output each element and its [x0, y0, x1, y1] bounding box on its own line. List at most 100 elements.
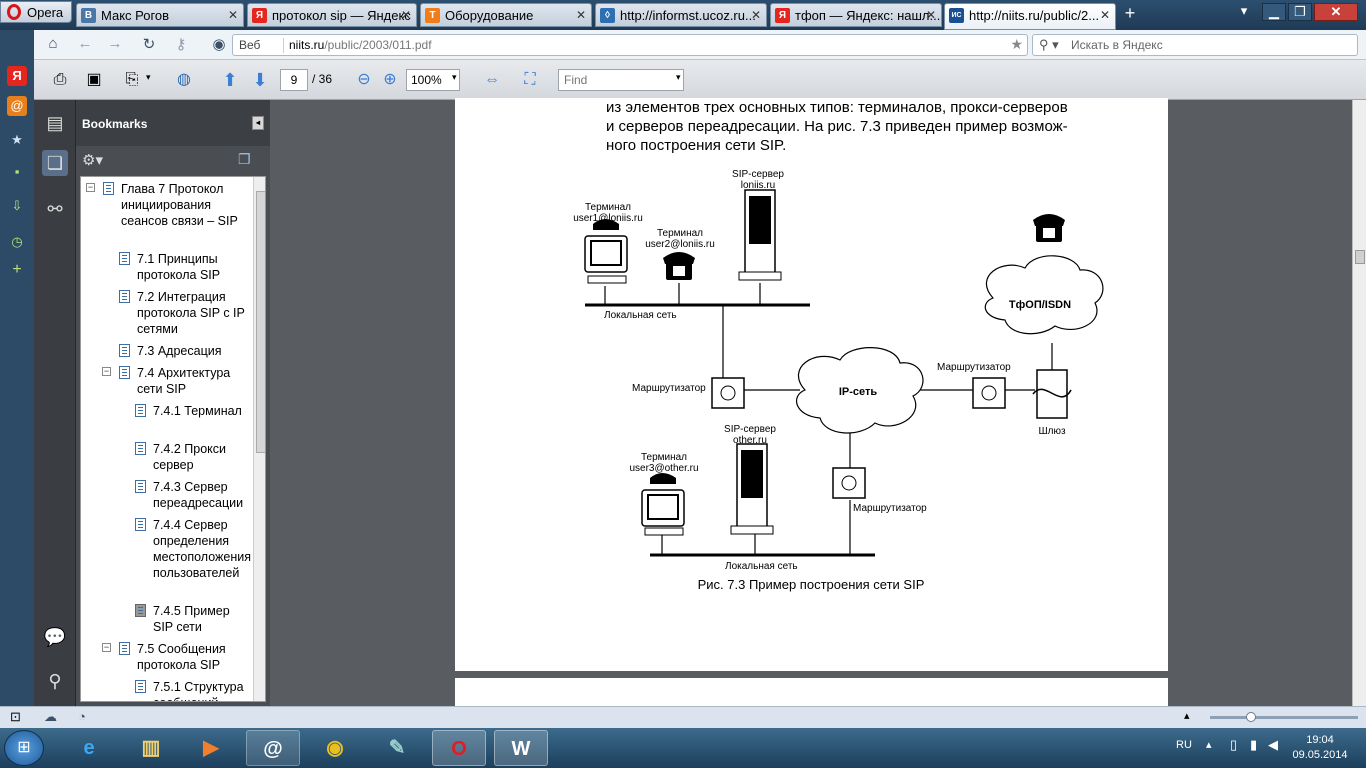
- notes-panel-icon[interactable]: ▪: [14, 164, 20, 179]
- bookmark-item[interactable]: −Глава 7 Протокол инициирования сеансов …: [86, 181, 247, 229]
- bookmark-star-icon[interactable]: ★: [1010, 36, 1023, 52]
- next-page-icon[interactable]: ⬇: [252, 70, 268, 90]
- battery-icon[interactable]: ▯: [1230, 737, 1238, 752]
- key-icon[interactable]: ⚷: [175, 36, 187, 53]
- chrome-taskbar-icon[interactable]: ◉: [326, 737, 344, 759]
- back-icon[interactable]: ←: [77, 35, 93, 52]
- fit-width-icon[interactable]: ⇔: [484, 71, 500, 88]
- close-window-button[interactable]: ✕: [1314, 3, 1358, 21]
- close-tab-icon[interactable]: ✕: [1099, 8, 1110, 22]
- history-panel-icon[interactable]: ◷: [11, 234, 23, 249]
- address-bar[interactable]: Веб niits.ru/public/2003/011.pdf ★: [232, 34, 1028, 56]
- site-info-icon[interactable]: ◉: [212, 36, 226, 53]
- new-bookmark-icon[interactable]: ❐: [238, 151, 251, 167]
- comments-icon[interactable]: 💬: [43, 627, 67, 647]
- bookmark-item[interactable]: 7.3 Адресация: [119, 343, 247, 359]
- opera-taskbar-icon[interactable]: O: [432, 730, 486, 766]
- add-panel-icon[interactable]: +: [12, 261, 22, 278]
- url-text[interactable]: niits.ru/public/2003/011.pdf: [289, 38, 432, 52]
- ie-taskbar-icon[interactable]: e: [83, 737, 95, 759]
- collaborate-icon[interactable]: ◍: [177, 71, 191, 88]
- document-scroll-thumb[interactable]: [1355, 250, 1365, 264]
- media-player-taskbar-icon[interactable]: ▶: [203, 737, 219, 759]
- bookmarks-panel-icon[interactable]: ★: [11, 132, 23, 147]
- bookmarks-scrollbar[interactable]: [253, 177, 265, 701]
- app-taskbar-icon[interactable]: ✎: [388, 737, 406, 759]
- zoom-dropdown-icon[interactable]: ▾: [452, 72, 457, 82]
- share-dropdown-icon[interactable]: ▾: [146, 72, 151, 82]
- find-input[interactable]: Find: [558, 69, 684, 91]
- panel-toggle-icon[interactable]: ⊡: [10, 709, 21, 724]
- opera-menu-button[interactable]: Opera: [0, 1, 72, 23]
- close-tab-icon[interactable]: ✕: [750, 8, 761, 22]
- minimize-button[interactable]: ▁: [1262, 3, 1286, 21]
- bookmark-item[interactable]: 7.2 Интеграция протокола SIP с IP сетями: [119, 289, 247, 337]
- previous-page-icon[interactable]: ⬆: [222, 70, 238, 90]
- collapse-toggle-icon[interactable]: −: [86, 182, 95, 192]
- mail-agent-taskbar-icon[interactable]: @: [246, 730, 300, 766]
- zoom-input[interactable]: 100%: [406, 69, 460, 91]
- options-gear-icon[interactable]: ⚙▾: [82, 152, 103, 169]
- view-dropdown-icon[interactable]: ▴: [1184, 710, 1190, 722]
- new-tab-button[interactable]: +: [1124, 3, 1136, 23]
- close-tab-icon[interactable]: ✕: [227, 8, 238, 22]
- find-dropdown-icon[interactable]: ▾: [676, 72, 681, 82]
- zoom-slider[interactable]: [1210, 712, 1358, 722]
- close-tab-icon[interactable]: ✕: [400, 8, 411, 22]
- fit-page-icon[interactable]: ⛶: [524, 71, 536, 88]
- tab-list-icon[interactable]: ▾: [1240, 3, 1248, 18]
- bookmark-item[interactable]: −7.5 Сообщения протокола SIP: [102, 641, 247, 673]
- word-taskbar-icon[interactable]: W: [494, 730, 548, 766]
- clock[interactable]: 19:04 09.05.2014: [1276, 733, 1364, 763]
- collapse-toggle-icon[interactable]: −: [102, 642, 111, 652]
- print-icon[interactable]: ⎙: [53, 71, 67, 88]
- close-tab-icon[interactable]: ✕: [925, 8, 936, 22]
- bookmark-item[interactable]: −7.4 Архитектура сети SIP: [102, 365, 247, 397]
- language-indicator[interactable]: RU: [1176, 739, 1192, 751]
- collapse-panel-button[interactable]: ◂: [252, 116, 264, 130]
- bookmarks-scroll-thumb[interactable]: [256, 191, 265, 453]
- bookmark-item[interactable]: 7.4.3 Сервер переадресации: [135, 479, 247, 511]
- collapse-toggle-icon[interactable]: −: [102, 366, 111, 376]
- bookmark-item[interactable]: 7.4.5 Пример SIP сети: [135, 603, 247, 635]
- yandex-panel-icon[interactable]: Я: [7, 66, 27, 86]
- bookmarks-icon[interactable]: ❏: [42, 150, 68, 176]
- zoom-slider-handle[interactable]: [1246, 712, 1256, 722]
- attachments-icon[interactable]: ⚲: [48, 671, 62, 691]
- page-number-input[interactable]: 9: [280, 69, 308, 91]
- page-thumbnails-icon[interactable]: ▤: [46, 113, 64, 133]
- binoculars-icon[interactable]: ⚯: [47, 199, 63, 219]
- speed-dial-icon[interactable]: ◔: [78, 709, 86, 724]
- mail-panel-icon[interactable]: @: [7, 96, 27, 116]
- downloads-panel-icon[interactable]: ⇩: [11, 198, 23, 213]
- turbo-icon[interactable]: ☁: [44, 709, 57, 724]
- bookmark-item[interactable]: 7.4.1 Терминал: [135, 403, 247, 419]
- volume-icon[interactable]: ◀: [1268, 737, 1278, 752]
- tab-informst[interactable]: ◊http://informst.ucoz.ru...✕: [595, 3, 767, 27]
- bookmark-item[interactable]: 7.1 Принципы протокола SIP: [119, 251, 247, 283]
- bookmark-item[interactable]: 7.4.4 Сервер определения местоположения …: [135, 517, 251, 581]
- bookmark-item[interactable]: 7.5.1 Структура сообщений: [135, 679, 247, 701]
- restore-button[interactable]: ❐: [1288, 3, 1312, 21]
- bookmark-item[interactable]: 7.4.2 Прокси сервер: [135, 441, 247, 473]
- search-input[interactable]: ⚲ ▾ Искать в Яндекс: [1032, 34, 1358, 56]
- document-scrollbar[interactable]: [1352, 100, 1366, 706]
- start-button[interactable]: ⊞: [4, 730, 44, 766]
- network-icon[interactable]: ▮: [1250, 737, 1258, 752]
- home-icon[interactable]: ⌂: [48, 35, 58, 52]
- forward-icon[interactable]: →: [107, 35, 123, 52]
- close-tab-icon[interactable]: ✕: [575, 8, 586, 22]
- zoom-out-icon[interactable]: ⊖: [357, 71, 371, 88]
- tray-expand-icon[interactable]: ▴: [1206, 739, 1212, 751]
- bookmark-page-icon: [119, 290, 130, 303]
- save-icon[interactable]: ▣: [86, 71, 102, 88]
- zoom-in-icon[interactable]: ⊕: [383, 71, 397, 88]
- explorer-taskbar-icon[interactable]: ▥: [141, 737, 161, 759]
- share-icon[interactable]: ⎘: [125, 71, 139, 88]
- reload-icon[interactable]: ↻: [142, 36, 156, 53]
